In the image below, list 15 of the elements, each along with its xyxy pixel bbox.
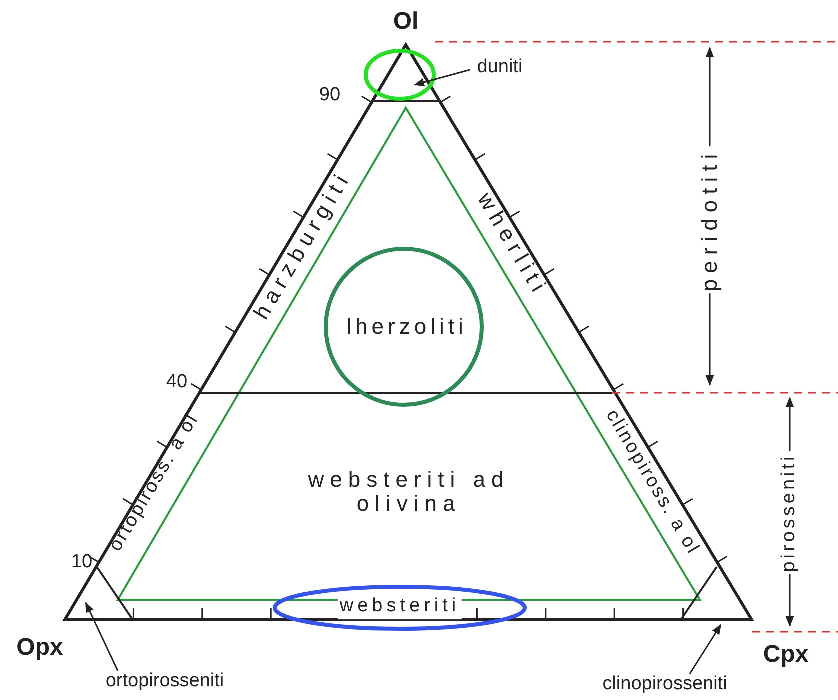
axis-value: 90	[319, 86, 341, 106]
annotation-text: ortopirosseniti	[106, 672, 224, 692]
field-label: websteriti	[338, 594, 462, 620]
vertex-label: Cpx	[763, 642, 809, 668]
vertex-label: Ol	[393, 8, 419, 36]
axis-value: 10	[71, 552, 93, 574]
vertex-label: Opx	[16, 634, 64, 662]
field-label: websteriti ad olivina	[307, 468, 511, 516]
axis-value: 40	[166, 372, 188, 394]
leader-line	[414, 69, 470, 87]
annotation-text: clinopirosseniti	[602, 674, 728, 696]
field-label: lherzoliti	[346, 314, 468, 340]
leader-line	[85, 602, 119, 672]
leader-line	[689, 624, 722, 674]
annotation-text: duniti	[477, 58, 523, 78]
